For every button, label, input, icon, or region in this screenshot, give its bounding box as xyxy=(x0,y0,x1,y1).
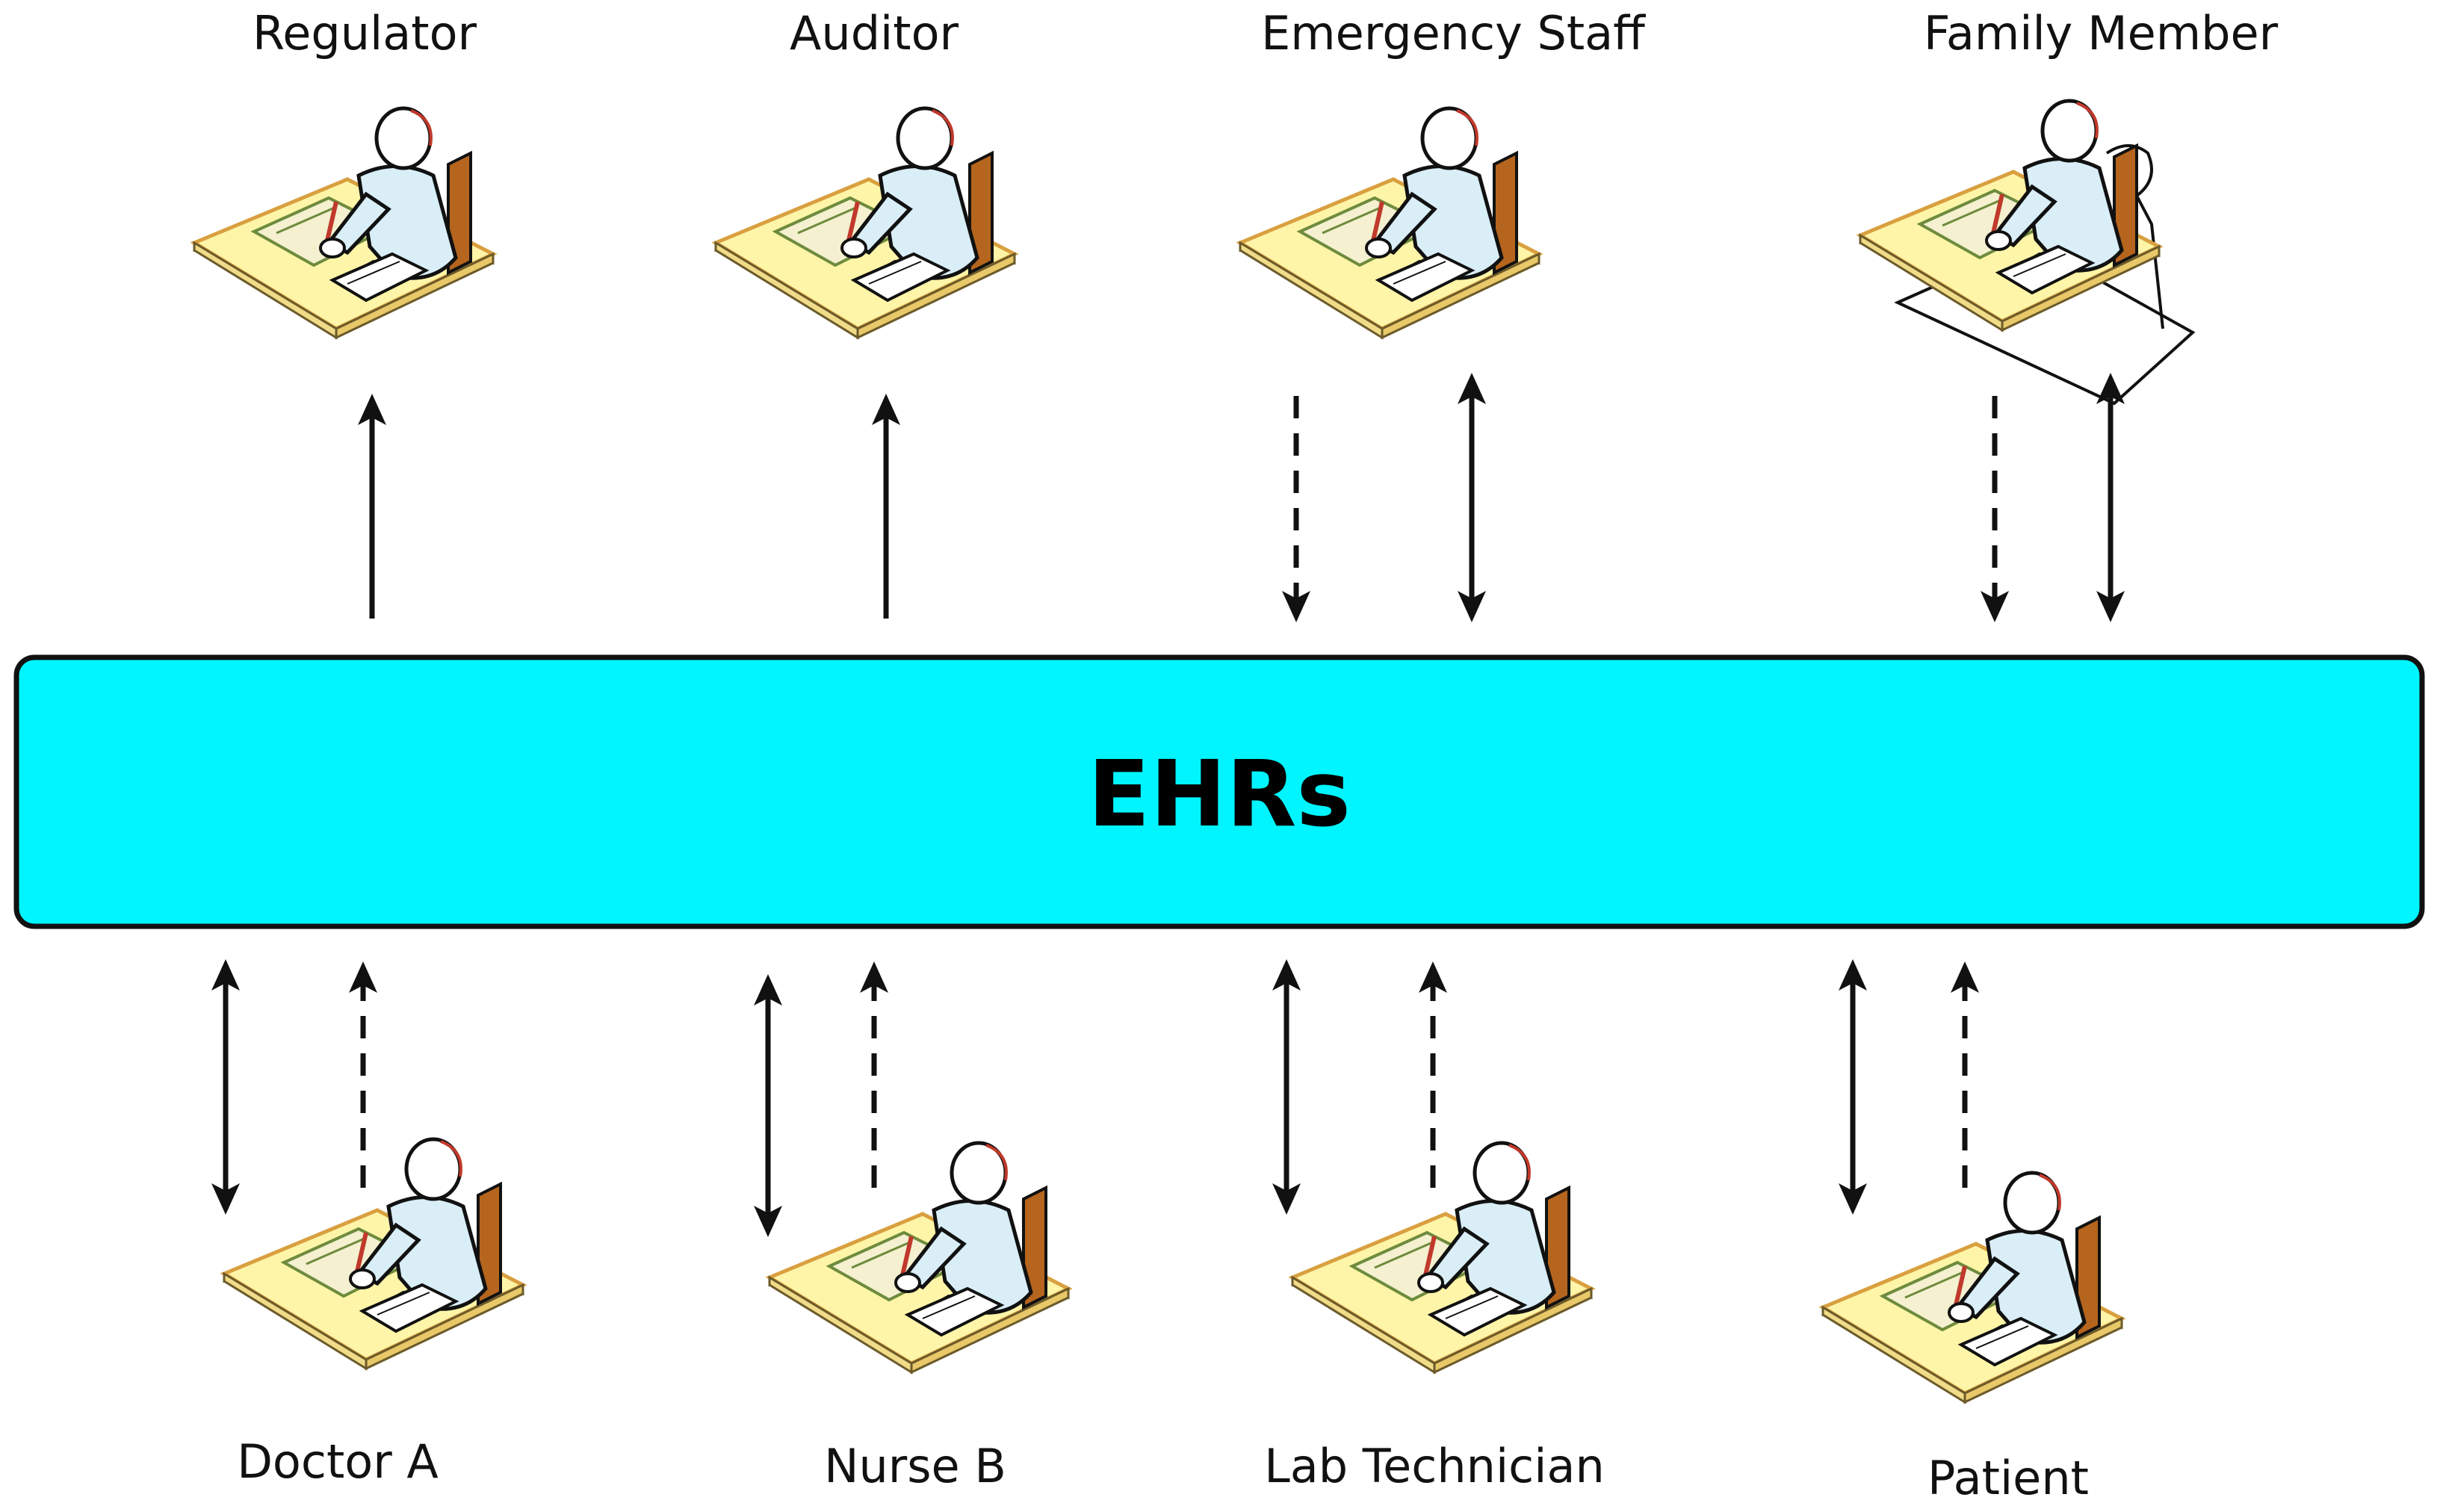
role-label-doctor-a: Doctor A xyxy=(237,1434,439,1489)
ehr-label: EHRs xyxy=(1088,741,1351,847)
role-label-lab-technician: Lab Technician xyxy=(1264,1439,1605,1493)
doctor-a-user-icon xyxy=(224,1139,523,1369)
family-member-second-head-icon xyxy=(2105,144,2164,329)
role-label-emergency-staff: Emergency Staff xyxy=(1261,6,1646,61)
family-member-icon-group xyxy=(1860,101,2196,406)
family-member-user-icon xyxy=(1860,101,2159,330)
lab-technician-user-icon xyxy=(1292,1143,1591,1372)
patient-user-icon xyxy=(1823,1173,2122,1402)
emergency-staff-user-icon xyxy=(1240,108,1539,338)
auditor-user-icon xyxy=(716,108,1015,338)
role-label-regulator: Regulator xyxy=(253,6,477,61)
role-label-auditor: Auditor xyxy=(790,6,959,61)
nurse-b-user-icon xyxy=(770,1143,1068,1372)
ehr-bar xyxy=(13,654,2425,929)
role-label-nurse-b: Nurse B xyxy=(824,1439,1006,1493)
ehr-system: EHRs xyxy=(13,654,2425,929)
role-label-patient: Patient xyxy=(1927,1451,2089,1505)
role-label-family-member: Family Member xyxy=(1924,6,2279,61)
regulator-user-icon xyxy=(194,108,493,338)
